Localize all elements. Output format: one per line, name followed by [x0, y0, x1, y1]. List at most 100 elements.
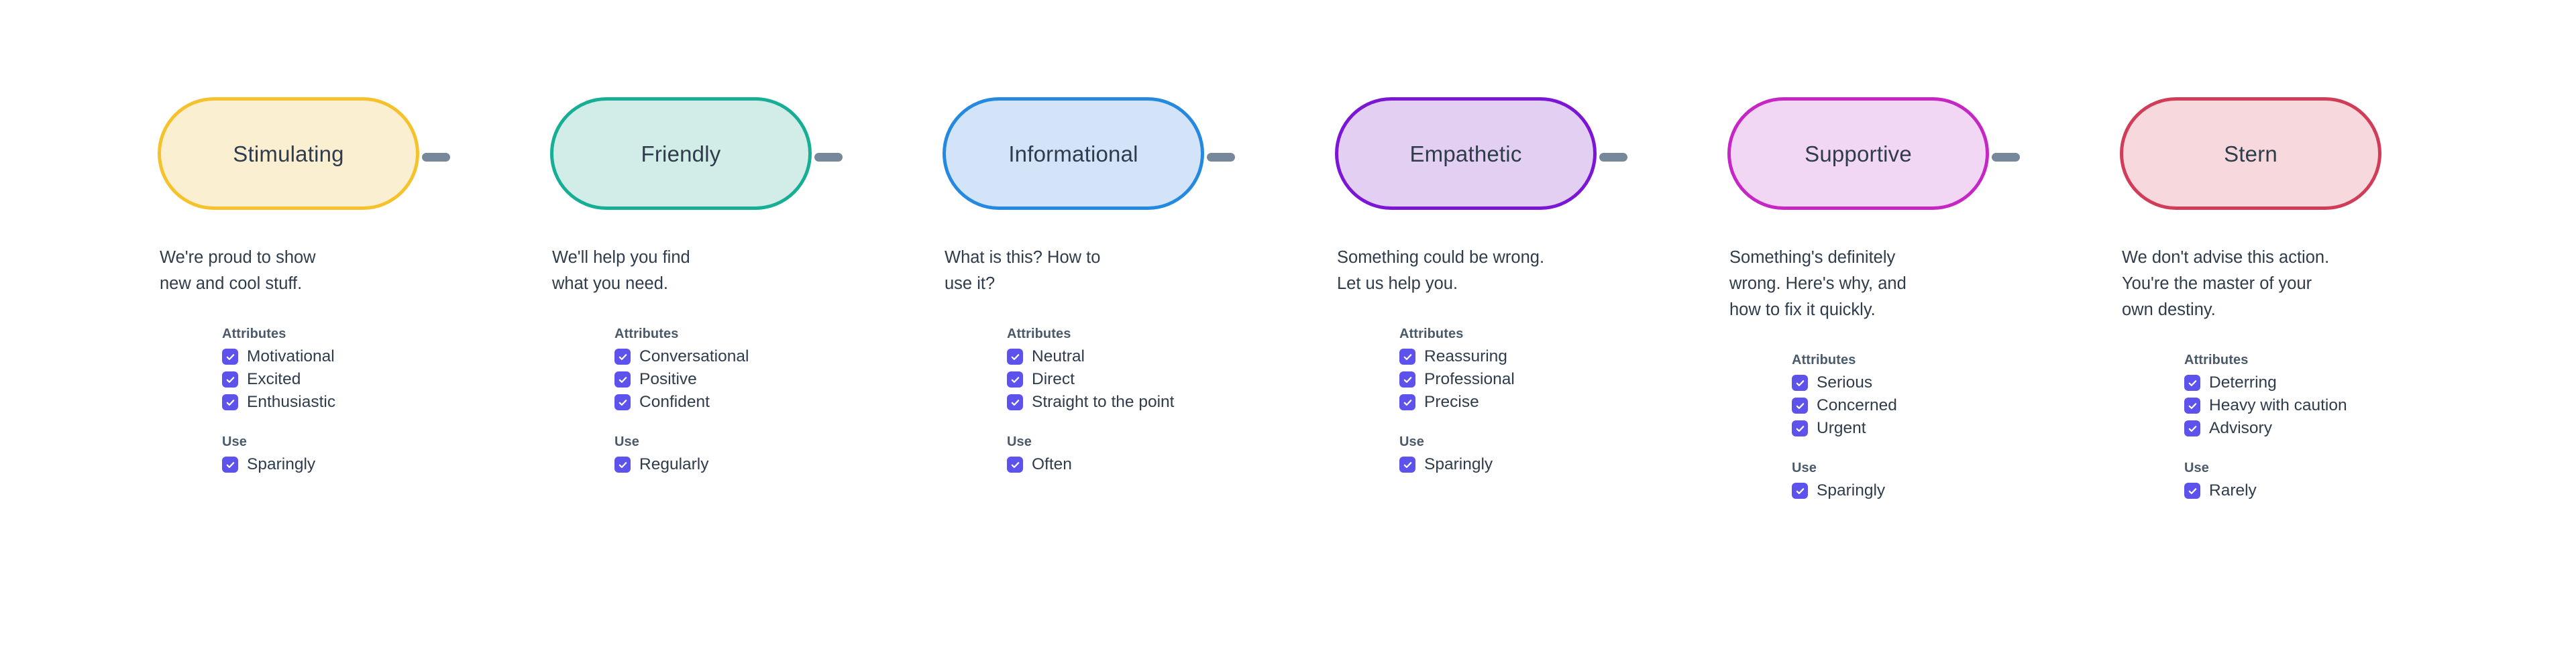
tone-pill-informational[interactable]: Informational	[943, 97, 1204, 210]
tone-pill-supportive[interactable]: Supportive	[1727, 97, 1989, 210]
check-icon[interactable]	[222, 457, 238, 473]
checkbox-label: Urgent	[1817, 419, 1866, 437]
checkbox-label: Professional	[1424, 370, 1515, 388]
check-icon[interactable]	[1399, 457, 1415, 473]
check-icon[interactable]	[2184, 398, 2200, 414]
checkbox-row[interactable]: Serious	[1792, 374, 1897, 392]
group-title-attributes: Attributes	[2184, 353, 2249, 367]
checkbox-label: Precise	[1424, 393, 1479, 411]
checkbox-row[interactable]: Motivational	[222, 348, 335, 365]
check-icon[interactable]	[1399, 349, 1415, 365]
group-title-use: Use	[1399, 434, 1424, 449]
checkbox-label: Often	[1032, 455, 1072, 473]
dash-segment	[1992, 153, 2020, 162]
check-icon[interactable]	[2184, 375, 2200, 391]
check-icon[interactable]	[1007, 349, 1023, 365]
checkbox-row[interactable]: Enthusiastic	[222, 394, 335, 411]
checkbox-row[interactable]: Positive	[614, 371, 749, 388]
checkbox-row[interactable]: Urgent	[1792, 420, 1897, 437]
checkbox-row[interactable]: Neutral	[1007, 348, 1174, 365]
checkbox-label: Straight to the point	[1032, 393, 1175, 411]
checkbox-label: Heavy with caution	[2209, 396, 2347, 414]
checkbox-row[interactable]: Conversational	[614, 348, 749, 365]
checkbox-row[interactable]: Direct	[1007, 371, 1174, 388]
check-icon[interactable]	[2184, 483, 2200, 499]
group-title-use: Use	[1792, 461, 1817, 475]
checkbox-row[interactable]: Precise	[1399, 394, 1515, 411]
checkbox-row[interactable]: Heavy with caution	[2184, 397, 2347, 414]
checkbox-label: Sparingly	[1817, 481, 1886, 499]
tone-description: We're proud to show new and cool stuff.	[160, 248, 316, 293]
check-icon[interactable]	[1007, 457, 1023, 473]
checkbox-label: Conversational	[639, 347, 749, 365]
check-icon[interactable]	[1792, 420, 1808, 436]
checkbox-row[interactable]: Reassuring	[1399, 348, 1515, 365]
checkbox-label: Serious	[1817, 373, 1873, 392]
check-icon[interactable]	[614, 457, 631, 473]
check-icon[interactable]	[614, 394, 631, 410]
checkbox-label: Reassuring	[1424, 347, 1507, 365]
checkbox-label: Advisory	[2209, 419, 2272, 437]
checkbox-row[interactable]: Often	[1007, 456, 1072, 473]
checkbox-row[interactable]: Advisory	[2184, 420, 2347, 437]
checkbox-row[interactable]: Professional	[1399, 371, 1515, 388]
check-icon[interactable]	[614, 371, 631, 388]
dash-segment	[1207, 153, 1235, 162]
checkbox-label: Sparingly	[247, 455, 316, 473]
dash-segment	[422, 153, 450, 162]
dash-segment	[814, 153, 843, 162]
checkbox-row[interactable]: Excited	[222, 371, 335, 388]
check-icon[interactable]	[2184, 420, 2200, 436]
group-title-use: Use	[614, 434, 639, 449]
checkbox-row[interactable]: Sparingly	[222, 456, 315, 473]
check-icon[interactable]	[614, 349, 631, 365]
tone-pill-friendly[interactable]: Friendly	[550, 97, 812, 210]
checkbox-row[interactable]: Straight to the point	[1007, 394, 1174, 411]
checkbox-label: Confident	[639, 393, 710, 411]
check-icon[interactable]	[1792, 375, 1808, 391]
checkbox-row[interactable]: Confident	[614, 394, 749, 411]
checkbox-row[interactable]: Regularly	[614, 456, 709, 473]
checkbox-label: Neutral	[1032, 347, 1085, 365]
check-icon[interactable]	[1399, 371, 1415, 388]
check-icon[interactable]	[1007, 394, 1023, 410]
checkbox-label: Positive	[639, 370, 697, 388]
checkbox-row[interactable]: Sparingly	[1399, 456, 1493, 473]
tone-description: What is this? How to use it?	[945, 248, 1101, 293]
checkbox-row[interactable]: Sparingly	[1792, 482, 1885, 499]
tone-pill-label: Informational	[1008, 141, 1138, 166]
group-title-use: Use	[222, 434, 247, 449]
check-icon[interactable]	[1792, 483, 1808, 499]
check-icon[interactable]	[222, 371, 238, 388]
tone-pill-stimulating[interactable]: Stimulating	[158, 97, 419, 210]
checkbox-row[interactable]: Concerned	[1792, 397, 1897, 414]
tone-pill-stern[interactable]: Stern	[2120, 97, 2381, 210]
tone-pill-empathetic[interactable]: Empathetic	[1335, 97, 1597, 210]
check-icon[interactable]	[1792, 398, 1808, 414]
checkbox-label: Concerned	[1817, 396, 1897, 414]
checkbox-label: Deterring	[2209, 373, 2277, 392]
check-icon[interactable]	[1399, 394, 1415, 410]
tone-pill-label: Supportive	[1805, 141, 1912, 166]
check-icon[interactable]	[222, 349, 238, 365]
checkbox-row[interactable]: Rarely	[2184, 482, 2257, 499]
tone-pill-label: Stimulating	[233, 141, 344, 166]
check-icon[interactable]	[1007, 371, 1023, 388]
checkbox-label: Direct	[1032, 370, 1075, 388]
group-title-use: Use	[1007, 434, 1032, 449]
checkbox-row[interactable]: Deterring	[2184, 374, 2347, 392]
check-icon[interactable]	[222, 394, 238, 410]
